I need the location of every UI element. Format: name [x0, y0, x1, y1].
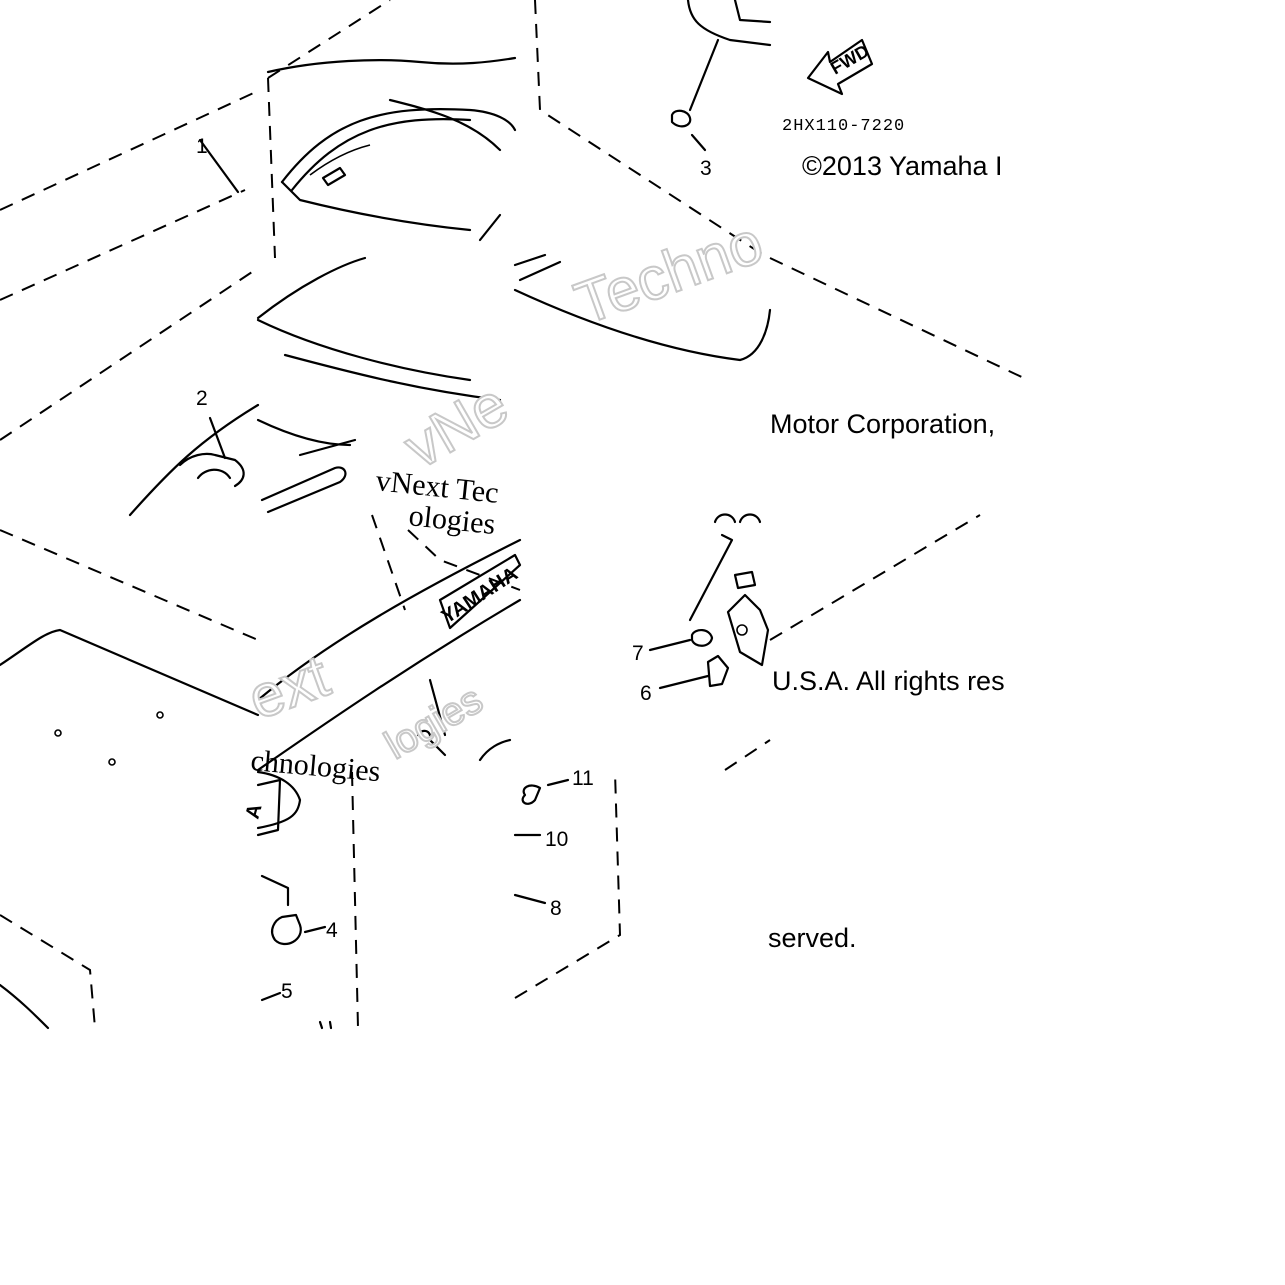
fwd-arrow-icon: FWD: [806, 38, 874, 96]
tile-rear-cowl: [513, 0, 772, 362]
copyright-line-4: served.: [768, 923, 857, 953]
tile-seat-center: [256, 256, 502, 514]
watermark-c: Techno: [567, 208, 772, 337]
watermark-e: ext: [240, 642, 338, 732]
tile-bottom-left: A: [242, 770, 333, 1030]
callout-7: 7: [632, 642, 644, 665]
callout-4: 4: [326, 919, 338, 942]
fwd-label: FWD: [827, 41, 872, 79]
tile-latch: [648, 513, 981, 771]
hole-marker: [156, 711, 164, 719]
tile-seat-top: [0, 0, 517, 301]
callout-11: 11: [572, 767, 594, 790]
hole-marker: [108, 758, 116, 766]
tile-bottom-center: [351, 771, 622, 1029]
brand-badge-partial: A: [242, 802, 267, 822]
tile-seat-mid: [0, 267, 260, 517]
callout-3: 3: [700, 157, 712, 180]
part-code: 2HX110-7220: [782, 117, 905, 136]
callout-10: 10: [545, 828, 568, 851]
callout-5: 5: [281, 980, 293, 1003]
copyright-line-3: U.S.A. All rights res: [772, 666, 1005, 696]
callout-8: 8: [550, 897, 562, 920]
latch-pivot: [736, 624, 748, 636]
tile-seat-lower: [0, 529, 260, 1030]
callout-2: 2: [196, 387, 208, 410]
tile-copyright-top: [769, 257, 1029, 381]
brand-badge: YAMAHA: [438, 563, 522, 628]
copyright-line-1: ©2013 Yamaha I: [802, 151, 1003, 181]
callout-6: 6: [640, 682, 652, 705]
hole-marker: [54, 729, 62, 737]
copyright-line-2: Motor Corporation,: [770, 409, 995, 439]
callout-1: 1: [196, 135, 208, 158]
tile-copyright-mid: Motor Corporation,: [770, 409, 995, 439]
